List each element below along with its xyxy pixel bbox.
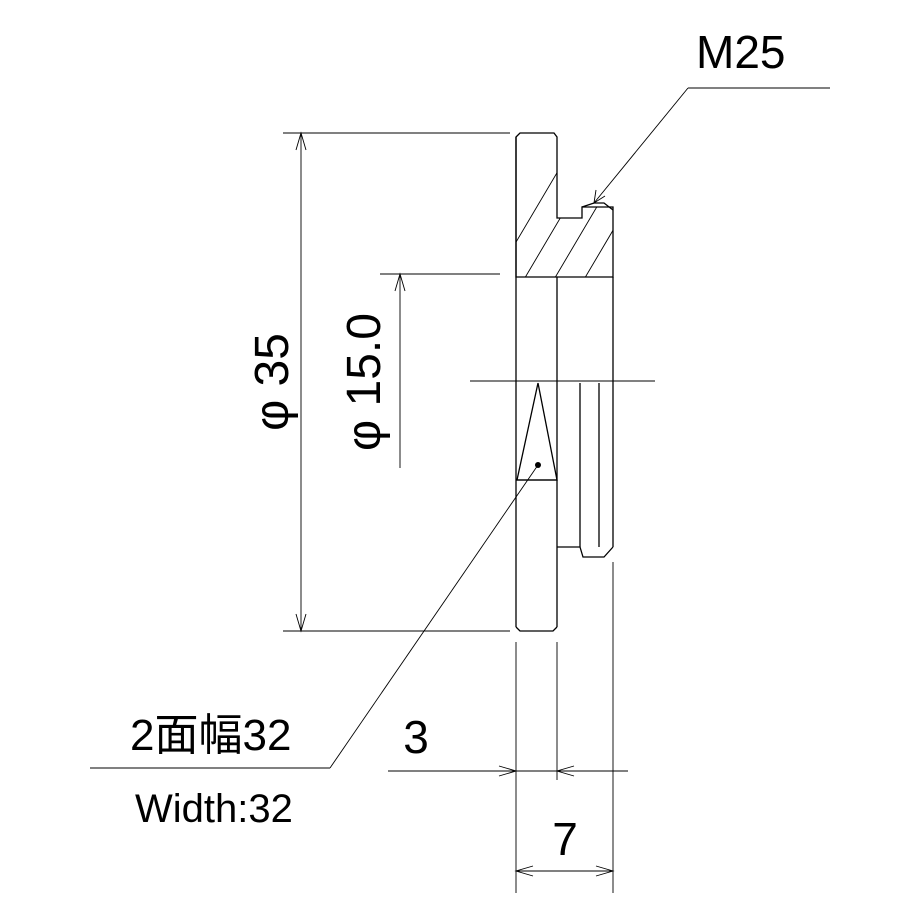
part-body: [515, 132, 614, 632]
dim-total-length: [514, 865, 615, 877]
inner-diameter-label: φ 15.0: [338, 313, 391, 451]
upper-section-outline: [515, 132, 614, 278]
dim-inner-diameter: [380, 272, 500, 468]
dim-flange-thickness: [388, 562, 628, 893]
flange-thickness-label: 3: [403, 711, 429, 763]
width-across-flats-en-label: Width:32: [135, 787, 293, 831]
outer-diameter-label: φ 35: [246, 333, 299, 431]
total-length-label: 7: [552, 813, 578, 865]
thread-label: M25: [696, 26, 785, 78]
dim-outer-diameter: [283, 131, 510, 633]
leader-width-across-flats: [90, 462, 541, 769]
leader-m25: [593, 87, 830, 204]
width-across-flats-jp-label: 2面幅32: [130, 711, 291, 760]
